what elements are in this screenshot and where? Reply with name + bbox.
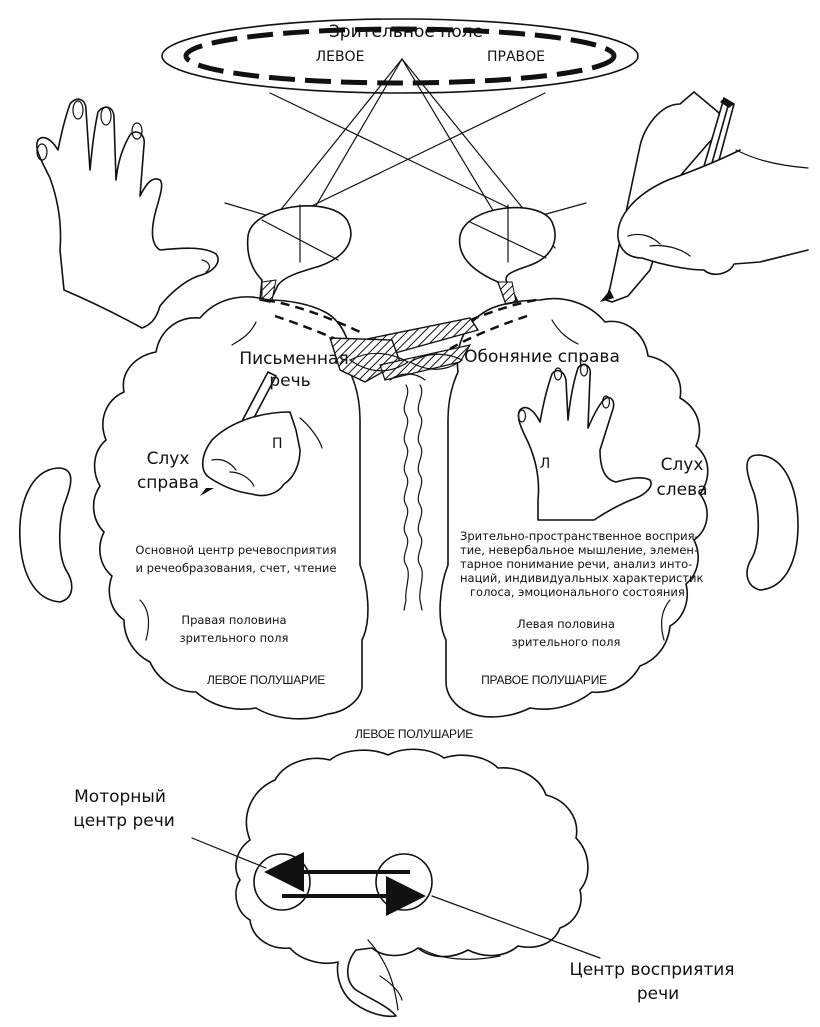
right-functions-line-1: Зрительно-пространственное восприя- bbox=[460, 529, 699, 543]
left-functions-line-1: Основной центр речевосприятия bbox=[135, 543, 336, 557]
left-visual-half-1: Правая половина bbox=[181, 613, 286, 627]
visual-field-left: ЛЕВОЕ bbox=[316, 49, 365, 65]
lateral-view-title: ЛЕВОЕ ПОЛУШАРИЕ bbox=[355, 727, 473, 741]
written-speech-label-2: речь bbox=[269, 371, 310, 391]
right-functions-line-4: наций, индивидуальных характеристик bbox=[460, 571, 704, 585]
visual-field-title: Зрительное поле bbox=[329, 22, 483, 42]
writing-hand-icon bbox=[600, 92, 808, 302]
visual-field-right: ПРАВОЕ bbox=[487, 49, 545, 65]
left-hand-letter: П bbox=[272, 436, 283, 452]
speech-centers bbox=[192, 838, 600, 958]
corpus-callosum bbox=[404, 385, 422, 610]
left-visual-half-2: зрительного поля bbox=[180, 631, 289, 645]
left-functions-line-2: и речеобразования, счет, чтение bbox=[136, 561, 337, 575]
motor-center-label-1: Моторный bbox=[74, 787, 166, 807]
right-visual-half-2: зрительного поля bbox=[512, 635, 621, 649]
hearing-right-label-2: справа bbox=[137, 473, 199, 493]
left-hemisphere-name: ЛЕВОЕ ПОЛУШАРИЕ bbox=[207, 673, 325, 687]
hearing-right-label-1: Слух bbox=[147, 449, 190, 469]
small-open-hand-icon bbox=[518, 364, 651, 520]
perception-center-label-2: речи bbox=[637, 984, 679, 1004]
right-hemisphere-name: ПРАВОЕ ПОЛУШАРИЕ bbox=[481, 673, 607, 687]
written-speech-label-1: Письменная bbox=[239, 349, 348, 369]
motor-speech-center bbox=[254, 854, 310, 910]
speech-perception-center bbox=[376, 854, 432, 910]
right-functions-line-3: тарное понимание речи, анализ инто- bbox=[460, 557, 692, 571]
left-hemisphere-labels: Письменная речь П Слух справа Основной ц… bbox=[135, 349, 348, 687]
right-functions-line-2: тие, невербальное мышление, элемен- bbox=[460, 543, 698, 557]
visual-field: Зрительное поле ЛЕВОЕ ПРАВОЕ bbox=[162, 19, 638, 93]
open-hand-icon bbox=[37, 99, 218, 328]
right-functions-line-5: голоса, эмоционального состояния bbox=[470, 585, 685, 599]
smell-right-label: Обоняние справа bbox=[464, 347, 620, 367]
right-ear-icon bbox=[747, 455, 798, 590]
perception-center-label-1: Центр восприятия bbox=[570, 960, 735, 980]
right-visual-half-1: Левая половина bbox=[517, 617, 615, 631]
hearing-left-label-2: слева bbox=[656, 480, 707, 500]
left-ear-icon bbox=[20, 468, 72, 602]
motor-center-label-2: центр речи bbox=[73, 811, 175, 831]
hearing-left-label-1: Слух bbox=[661, 455, 704, 475]
right-hand-letter: Л bbox=[540, 456, 551, 472]
